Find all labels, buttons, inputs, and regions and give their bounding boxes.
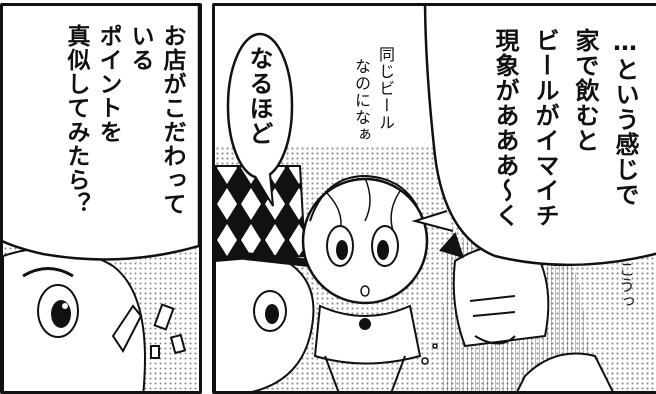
small-bubble-text: なるほど (245, 46, 273, 146)
sound-effect: こうっ (616, 261, 635, 309)
left-bubble-line-4: 真似してみたら？ (63, 24, 89, 216)
big-bubble-line-3: ビールがイマイチ (531, 28, 559, 228)
left-panel: お店がこだわって いる ポイントを 真似してみたら？ (0, 3, 202, 394)
right-panel: …という感じで 家で飲むと ビールがイマイチ 現象があああ〜く なるほど 同じビ… (212, 3, 656, 394)
aside-line-2: なのになぁ (352, 58, 371, 143)
right-panel-art (215, 6, 656, 391)
left-panel-art (3, 6, 199, 391)
big-bubble-line-1: …という感じで (611, 28, 639, 207)
left-bubble-line-2: いる (127, 24, 153, 72)
manga-page: お店がこだわって いる ポイントを 真似してみたら？ (0, 3, 656, 394)
big-bubble-line-4: 現象があああ〜く (491, 28, 519, 228)
aside-line-1: 同じビール (376, 46, 395, 131)
big-bubble-line-2: 家で飲むと (571, 28, 599, 153)
left-bubble-line-1: お店がこだわって (159, 24, 185, 216)
left-bubble-line-3: ポイントを (95, 24, 121, 144)
